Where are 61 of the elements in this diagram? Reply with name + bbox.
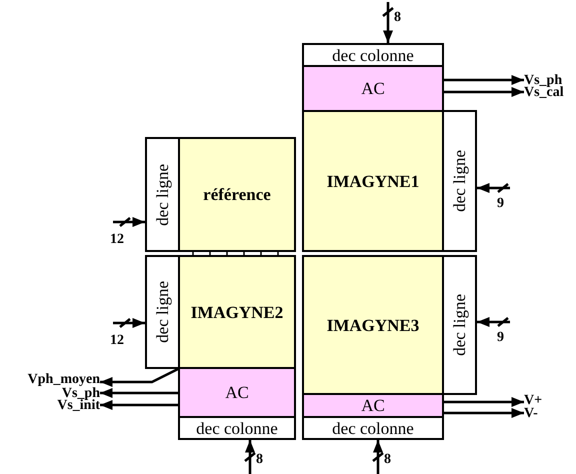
signal-arrow (100, 388, 178, 398)
signal-arrow (444, 75, 524, 85)
bus-width-label: 8 (384, 452, 391, 467)
signal-arrow (444, 408, 524, 418)
sensor-block (302, 110, 444, 252)
signal-arrow (444, 87, 524, 97)
sensor-block (178, 255, 296, 369)
bus-width-label: 8 (394, 10, 401, 25)
sensor-block (302, 255, 444, 395)
signal-name: Vs_init (57, 398, 100, 413)
decoder-block (145, 137, 180, 252)
signal-name: V- (524, 406, 538, 421)
block-label: AC (225, 384, 249, 401)
signal-arrow (100, 400, 178, 410)
signal-arrow (112, 216, 146, 228)
decoder-block (145, 255, 180, 369)
connection-line (277, 252, 279, 255)
connection-line (209, 252, 211, 255)
signal-arrow (112, 318, 146, 328)
block-label: dec colonne (196, 420, 278, 436)
connection-line (243, 252, 245, 255)
sensor-block (178, 137, 296, 252)
block-label: référence (203, 186, 271, 203)
signal-name: V+ (524, 393, 542, 408)
bus-width-label: 9 (497, 196, 504, 211)
signal-arrow (444, 397, 524, 407)
block-label: dec ligne (451, 150, 468, 212)
decoder-block (178, 416, 296, 440)
connection-line (192, 252, 194, 255)
signal-name: Vs_cal (524, 85, 564, 100)
block-label: dec ligne (154, 164, 171, 226)
signal-arrow (244, 438, 256, 474)
decoder-block (442, 255, 477, 395)
block-label: dec ligne (451, 294, 468, 356)
bus-width-label: 9 (497, 330, 504, 345)
connection-line (260, 252, 262, 255)
converter-block (178, 367, 296, 418)
signal-name: Vs_ph (62, 386, 100, 401)
signal-arrow (100, 368, 179, 387)
bus-width-label: 12 (110, 333, 124, 348)
block-label: IMAGYNE3 (326, 316, 420, 334)
block-label: IMAGYNE1 (326, 172, 420, 190)
bus-width-label: 8 (256, 452, 263, 467)
signal-arrow (476, 182, 512, 194)
block-label: dec ligne (154, 281, 171, 343)
block-label: dec colonne (332, 420, 414, 436)
converter-block (302, 393, 444, 418)
connection-line (226, 252, 228, 255)
decoder-block (302, 416, 444, 440)
block-label: AC (361, 80, 385, 97)
block-label: IMAGYNE2 (190, 304, 284, 320)
converter-block (302, 65, 444, 112)
signal-arrow (476, 316, 512, 328)
block-label: AC (361, 397, 385, 414)
signal-name: Vph_moyen (28, 372, 100, 387)
signal-arrow (382, 0, 394, 44)
decoder-block (302, 43, 444, 67)
bus-width-label: 12 (110, 232, 124, 247)
block-label: dec colonne (332, 46, 414, 64)
decoder-block (442, 110, 477, 252)
signal-arrow (372, 438, 384, 474)
